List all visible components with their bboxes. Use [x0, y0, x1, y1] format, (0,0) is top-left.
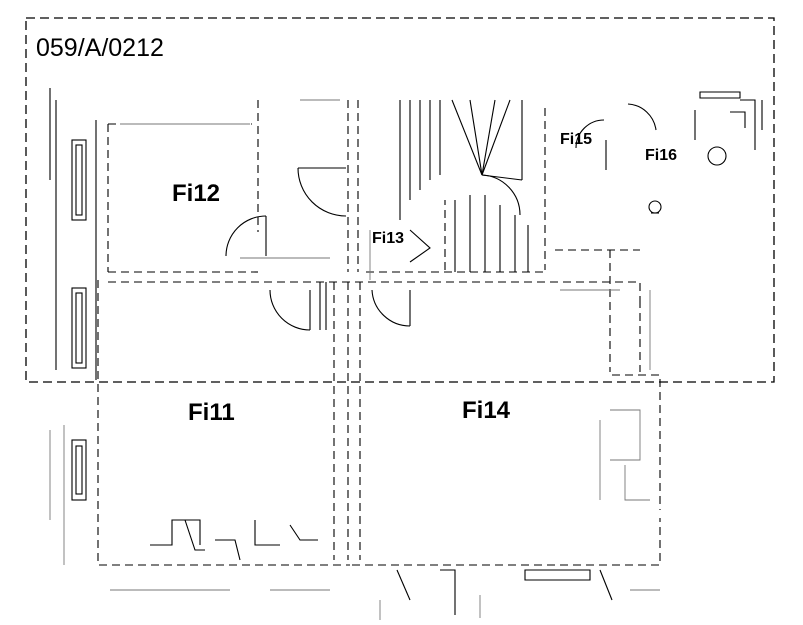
room-label-fi11: Fi11 [188, 399, 235, 426]
windows [49, 88, 97, 565]
room-label-fi16: Fi16 [645, 147, 677, 164]
building-outline [97, 108, 661, 566]
doors [225, 103, 657, 331]
room-label-fi12: Fi12 [172, 180, 220, 207]
room-label-fi14: Fi14 [462, 397, 511, 424]
room-label-fi15: Fi15 [560, 131, 592, 148]
facade-details [110, 409, 660, 620]
fixtures [648, 91, 763, 214]
faint-details [120, 99, 651, 370]
parcel-id-label: 059/A/0212 [36, 34, 164, 62]
interior-walls [108, 100, 641, 560]
staircase [399, 99, 529, 272]
parcel-boundary [25, 17, 775, 383]
room-label-fi13: Fi13 [372, 230, 404, 247]
